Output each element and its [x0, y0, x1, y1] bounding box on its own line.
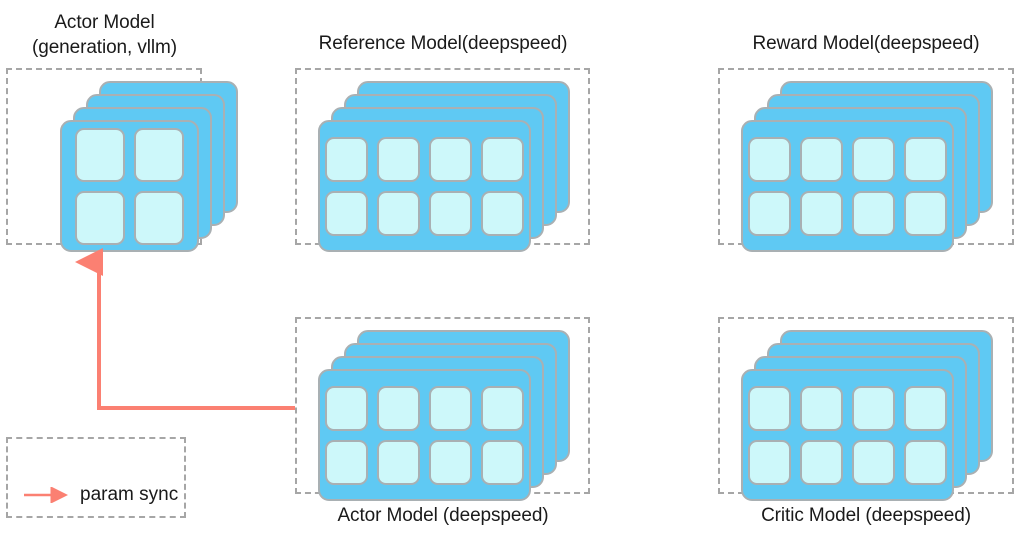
- card-cell: [75, 127, 125, 182]
- card-cell: [481, 439, 524, 485]
- card-cell: [377, 190, 420, 236]
- card-cell: [325, 385, 368, 431]
- card-cell: [429, 190, 472, 236]
- group-box-actor-deepspeed[interactable]: [295, 317, 590, 501]
- card-layer-1: [318, 120, 531, 252]
- group-box-reference-model[interactable]: [295, 68, 590, 252]
- card-cell: [429, 385, 472, 431]
- card-cell: [134, 190, 184, 245]
- card-cell: [904, 190, 947, 236]
- legend-label: param sync: [80, 484, 179, 505]
- card-cell: [377, 136, 420, 182]
- card-cell: [800, 136, 843, 182]
- group-box-actor-vllm[interactable]: [6, 68, 238, 252]
- card-cell: [852, 136, 895, 182]
- card-cell: [481, 136, 524, 182]
- group-box-critic-model[interactable]: [718, 317, 1014, 501]
- card-cell: [748, 136, 791, 182]
- card-cell: [904, 385, 947, 431]
- card-cell: [377, 439, 420, 485]
- card-cell: [481, 385, 524, 431]
- card-cell: [325, 190, 368, 236]
- card-cell: [852, 439, 895, 485]
- card-cell: [904, 439, 947, 485]
- legend-arrow-icon: [24, 487, 68, 503]
- card-cell: [800, 439, 843, 485]
- card-cell: [75, 190, 125, 245]
- card-layer-1: [60, 120, 199, 252]
- card-layer-1: [741, 120, 954, 252]
- label-actor-deepspeed: Actor Model (deepspeed): [337, 505, 549, 526]
- label-reference-model: Reference Model(deepspeed): [318, 33, 568, 54]
- card-layer-1: [741, 369, 954, 501]
- card-cell: [748, 439, 791, 485]
- card-cell: [377, 385, 420, 431]
- label-reward-model: Reward Model(deepspeed): [752, 33, 980, 54]
- card-cell: [904, 136, 947, 182]
- card-cell: [852, 190, 895, 236]
- label-critic-model: Critic Model (deepspeed): [761, 505, 971, 526]
- card-cell: [800, 190, 843, 236]
- group-box-reward-model[interactable]: [718, 68, 1014, 252]
- card-cell: [481, 190, 524, 236]
- card-cell: [429, 136, 472, 182]
- legend-row: param sync: [22, 484, 178, 506]
- card-cell: [852, 385, 895, 431]
- card-cell: [748, 385, 791, 431]
- card-cell: [134, 127, 184, 182]
- label-actor-vllm: Actor Model (generation, vllm): [32, 12, 177, 58]
- card-layer-1: [318, 369, 531, 501]
- card-cell: [325, 136, 368, 182]
- card-cell: [800, 385, 843, 431]
- card-cell: [748, 190, 791, 236]
- card-cell: [429, 439, 472, 485]
- legend-box[interactable]: param sync: [6, 437, 186, 518]
- card-cell: [325, 439, 368, 485]
